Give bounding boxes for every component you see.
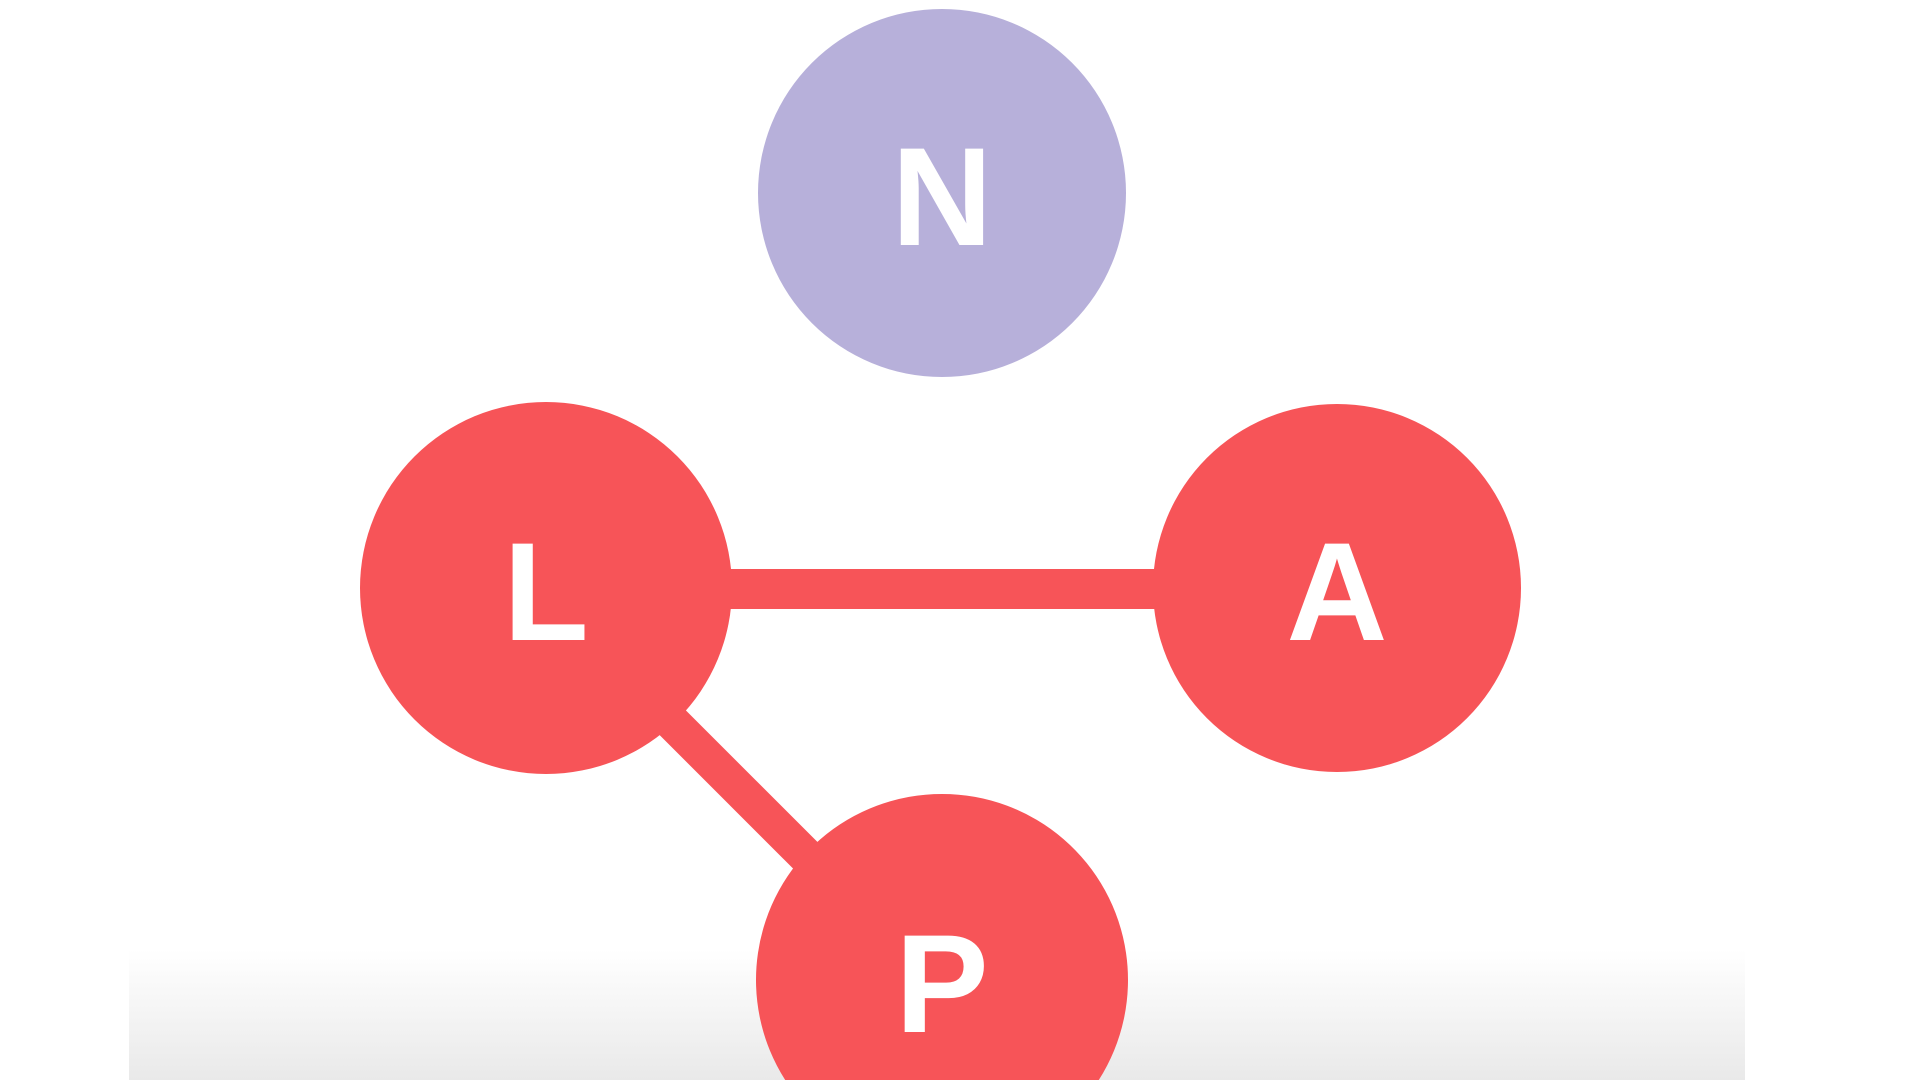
node-l-circle bbox=[360, 402, 732, 774]
node-p[interactable]: P bbox=[756, 793, 1128, 1080]
node-l[interactable]: L bbox=[360, 402, 732, 774]
node-n-label: N bbox=[891, 118, 992, 275]
node-p-label: P bbox=[895, 905, 988, 1062]
node-n-circle bbox=[758, 9, 1126, 377]
node-a[interactable]: A bbox=[1153, 404, 1521, 772]
node-p-circle bbox=[756, 793, 1128, 1080]
node-a-label: A bbox=[1286, 513, 1387, 670]
node-l-label: L bbox=[503, 513, 589, 670]
node-n[interactable]: N bbox=[758, 9, 1126, 377]
node-a-circle bbox=[1153, 404, 1521, 772]
